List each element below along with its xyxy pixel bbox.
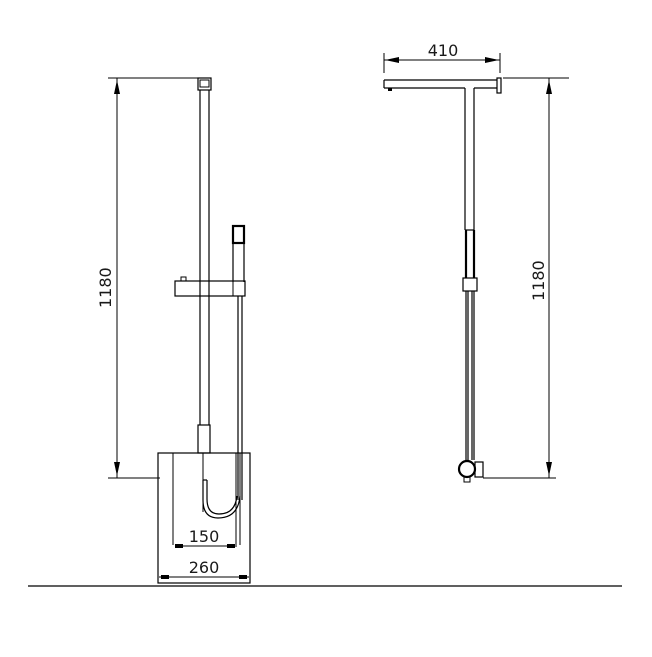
base-width-label: 260 xyxy=(189,558,220,577)
arm-length-dimension: 410 xyxy=(383,41,501,73)
side-lower-pipes xyxy=(465,291,475,460)
riser-sleeve xyxy=(197,424,211,454)
hose-spacing-label: 150 xyxy=(189,527,220,546)
slide-holder xyxy=(174,276,246,297)
front-height-dimension: 1180 xyxy=(96,77,210,479)
side-slide-holder xyxy=(462,277,478,292)
arm-length-label: 410 xyxy=(428,41,459,60)
side-view: 410 xyxy=(383,41,569,483)
front-height-label: 1180 xyxy=(96,267,115,308)
hose xyxy=(237,296,243,500)
mixer-body xyxy=(157,452,251,584)
side-mixer-knob xyxy=(457,459,484,483)
base-width-dimension: 260 xyxy=(159,558,249,579)
riser-pipe xyxy=(199,90,210,425)
front-view: 1180 xyxy=(96,77,251,584)
side-riser xyxy=(464,88,476,278)
side-height-label: 1180 xyxy=(529,260,548,301)
hose-spacing-dimension: 150 xyxy=(175,527,237,548)
side-height-dimension: 1180 xyxy=(483,77,569,479)
hose-loop xyxy=(202,479,241,519)
riser-top-cap xyxy=(197,77,212,91)
hand-shower xyxy=(231,224,246,282)
shower-arm xyxy=(383,77,502,94)
